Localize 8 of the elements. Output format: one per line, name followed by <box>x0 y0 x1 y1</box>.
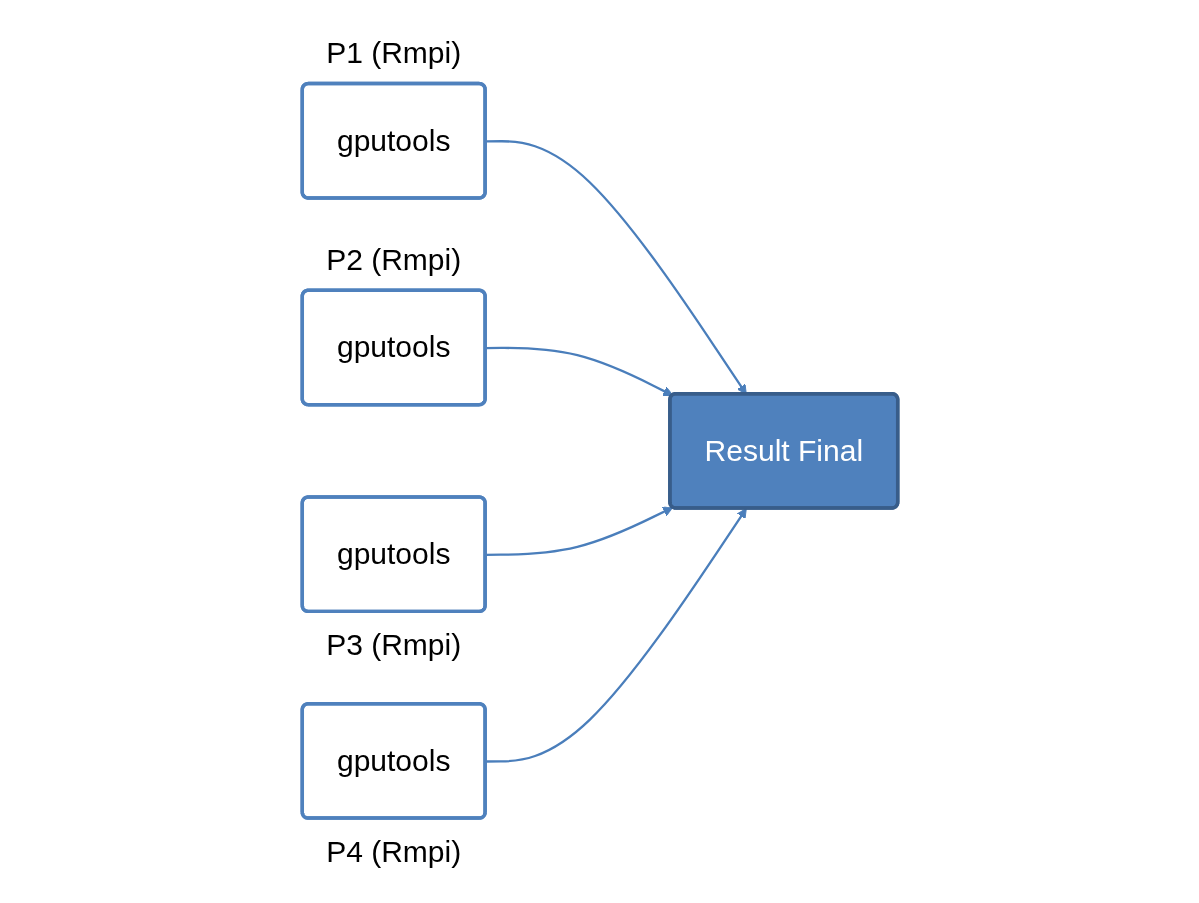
process-caption: P2 (Rmpi) <box>325 242 461 276</box>
arrow <box>485 139 747 395</box>
arrow <box>485 507 747 763</box>
arrow <box>485 346 673 396</box>
process-caption: P3 (Rmpi) <box>325 627 461 661</box>
process-caption: P4 (Rmpi) <box>325 834 461 868</box>
arrow <box>485 506 673 556</box>
process-caption: P1 (Rmpi) <box>325 35 461 69</box>
